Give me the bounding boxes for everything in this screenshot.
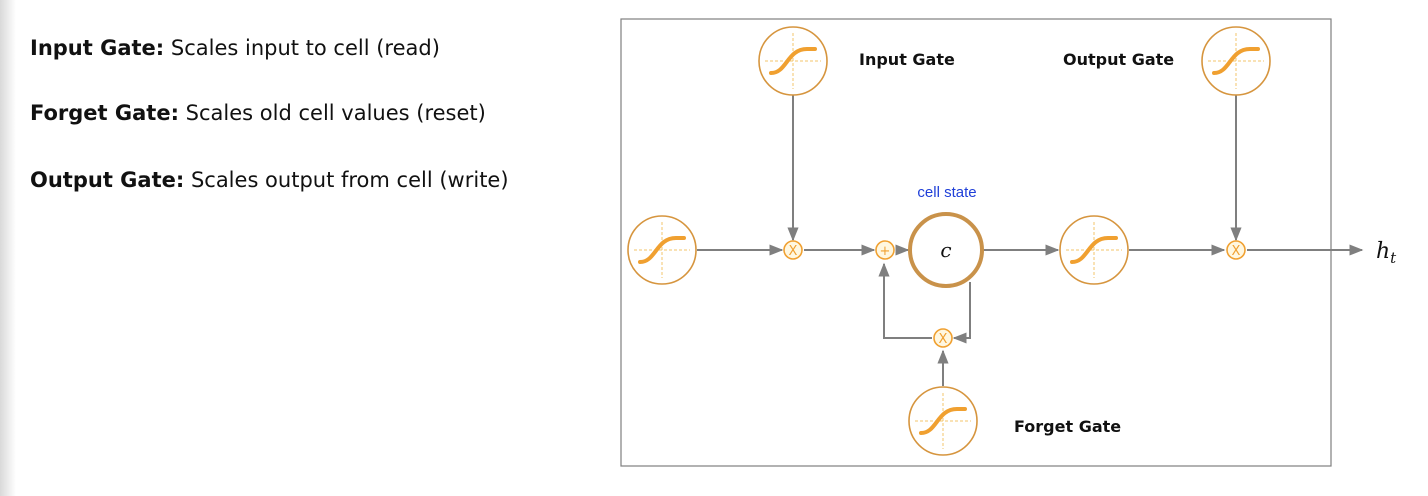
forget-gate-label: Forget Gate [1014, 417, 1121, 436]
sigmoid-icon [757, 25, 829, 97]
definition-text: Scales old cell values (reset) [179, 101, 486, 125]
sigmoid-icon [1058, 214, 1130, 286]
multiply-icon: X [783, 240, 803, 260]
output-h-label: ht [1376, 239, 1397, 267]
add-icon: + [875, 240, 895, 260]
left-edge-shadow [0, 0, 16, 496]
multiply-symbol: X [1232, 244, 1241, 259]
definition-text: Scales output from cell (write) [184, 168, 509, 192]
multiply-symbol: X [939, 332, 948, 347]
lstm-cell-frame [620, 18, 1332, 467]
sigmoid-icon [626, 214, 698, 286]
definition-term: Input Gate: [30, 36, 165, 60]
sigmoid-icon [1200, 25, 1272, 97]
definition-text: Scales input to cell (read) [164, 36, 440, 60]
output-h-main: h [1376, 239, 1390, 264]
definition-output-gate: Output Gate: Scales output from cell (wr… [30, 168, 509, 192]
multiply-icon: X [1226, 240, 1246, 260]
definition-input-gate: Input Gate: Scales input to cell (read) [30, 36, 440, 60]
sigmoid-icon [907, 385, 979, 457]
add-symbol: + [880, 244, 891, 259]
input-gate-label: Input Gate [859, 50, 955, 69]
connection-arrows [697, 95, 1364, 386]
definition-term: Forget Gate: [30, 101, 179, 125]
definition-forget-gate: Forget Gate: Scales old cell values (res… [30, 101, 486, 125]
cell-state-label: cell state [917, 184, 976, 201]
multiply-icon: X [933, 328, 953, 348]
output-h-subscript: t [1390, 249, 1397, 267]
definition-term: Output Gate: [30, 168, 185, 192]
output-gate-label: Output Gate [1063, 50, 1174, 69]
cell-state-node [908, 212, 984, 288]
multiply-symbol: X [789, 244, 798, 259]
cell-symbol: c [940, 238, 951, 262]
